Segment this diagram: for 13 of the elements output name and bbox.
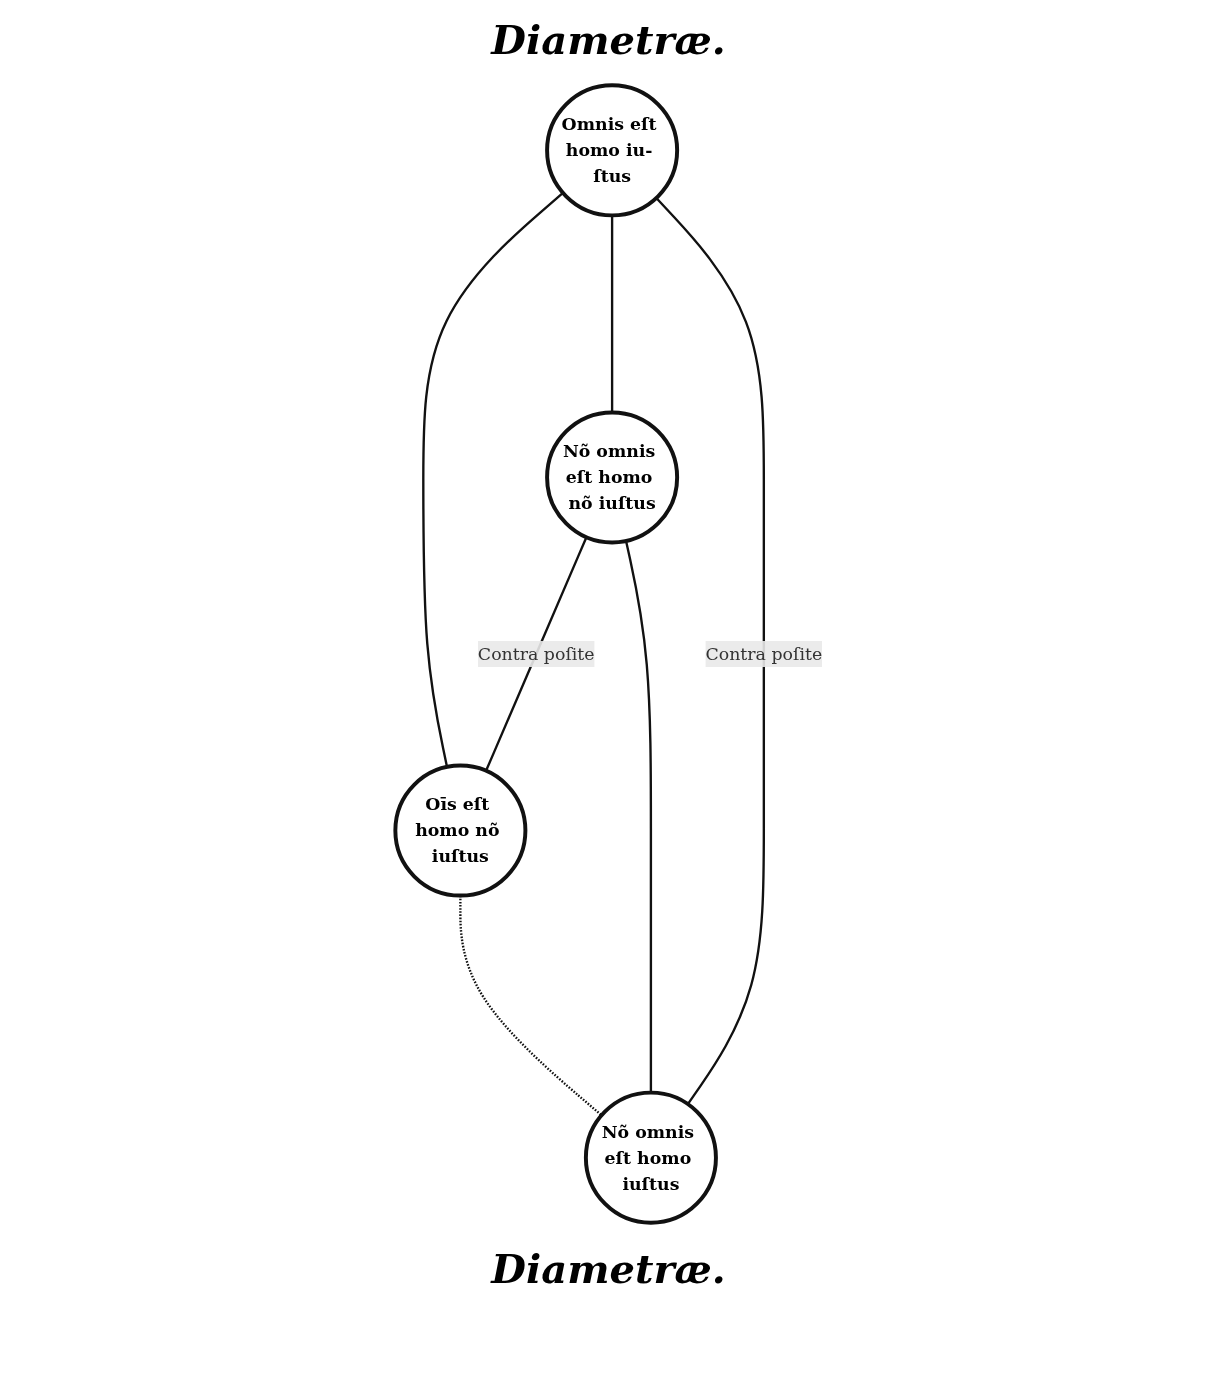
- node-circle: Nõ omnis eſt homo iuſtus: [583, 1090, 718, 1225]
- node-circle: Nõ omnis eſt homo nõ iuſtus: [544, 410, 679, 545]
- connector: [624, 540, 652, 1093]
- diagonal-caption: Diametræ.: [489, 1245, 727, 1292]
- connector: [421, 192, 564, 768]
- edge-label: Contra poſite: [477, 644, 595, 664]
- node-circle: Omnis eſt homo iu- ſtus: [544, 83, 679, 218]
- node-circle: Oīs eſt homo nõ iuſtus: [393, 763, 528, 898]
- diagonal-caption: Diametræ.: [489, 16, 727, 63]
- connector: [655, 197, 765, 1105]
- edge-label: Contra poſite: [705, 644, 822, 664]
- connector: [484, 536, 588, 772]
- connector: [610, 215, 613, 413]
